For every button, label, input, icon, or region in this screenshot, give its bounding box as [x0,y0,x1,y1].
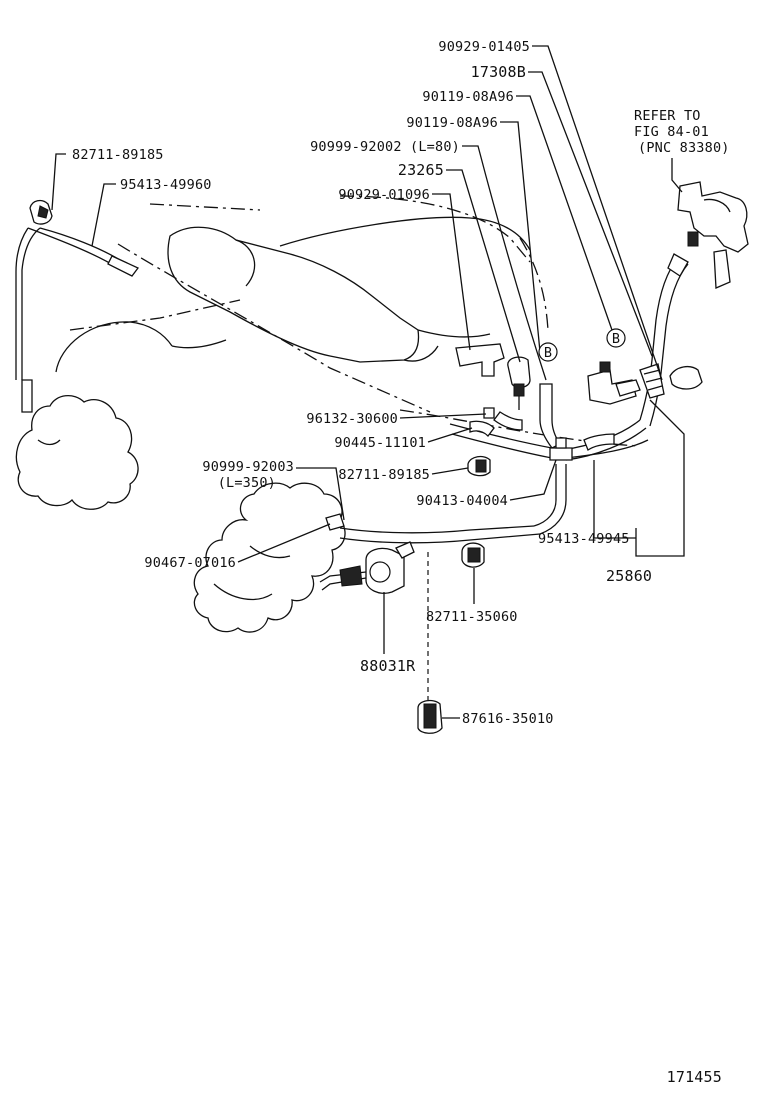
label-96132-30600: 96132-30600 [306,411,398,427]
marker-b-left-label: B [544,345,552,361]
actuator-outline [193,482,346,633]
label-82711-89185-top: 82711-89185 [72,147,164,163]
label-90999-92002: 90999-92002 (L=80) [310,139,460,155]
label-88031R: 88031R [360,657,416,675]
label-90999-92003-length: (L=350) [218,475,276,491]
tee-connector [549,437,573,461]
leader-lines [51,45,685,719]
label-23265: 23265 [398,161,444,179]
middle-hoses [339,253,689,544]
label-90929-01405: 90929-01405 [438,39,530,55]
clamp-82711-89185-top [29,199,53,225]
marker-b-right-label: B [612,331,620,347]
clamp-82711-35060 [461,542,485,568]
label-90929-01096: 90929-01096 [338,187,430,203]
label-90119-08A96-a: 90119-08A96 [422,89,514,105]
small-fittings [469,407,495,437]
actuator-88031R [319,513,415,594]
label-95413-49945: 95413-49945 [538,531,630,547]
label-82711-35060: 82711-35060 [426,609,518,625]
label-90445-11101: 90445-11101 [334,435,426,451]
clamp-82711-89185-mid [467,455,491,477]
valve-assembly [455,343,531,410]
part-labels: 90929-01405 17308B 90119-08A96 90119-08A… [72,39,730,1086]
label-87616-35010: 87616-35010 [462,711,554,727]
label-refer-fig: FIG 84-01 [634,124,709,140]
label-refer-to: REFER TO [634,108,701,124]
top-right-component [669,181,749,390]
label-82711-89185-mid: 82711-89185 [338,467,430,483]
label-90119-08A96-b: 90119-08A96 [406,115,498,131]
marker-b-left: B [538,342,558,362]
label-95413-49960: 95413-49960 [120,177,212,193]
label-90999-92003: 90999-92003 [202,459,294,475]
label-refer-pnc: (PNC 83380) [638,140,730,156]
label-90413-04004: 90413-04004 [416,493,508,509]
grommet-87616-35010 [417,699,443,734]
label-90467-07016: 90467-07016 [144,555,236,571]
marker-b-right: B [606,328,626,348]
label-17308B: 17308B [471,63,526,81]
label-25860: 25860 [606,567,652,585]
figure-number: 171455 [667,1068,722,1086]
hose-95413-49960 [15,227,140,413]
left-component-outline [15,395,139,510]
vsv-bracket-right [587,361,665,405]
